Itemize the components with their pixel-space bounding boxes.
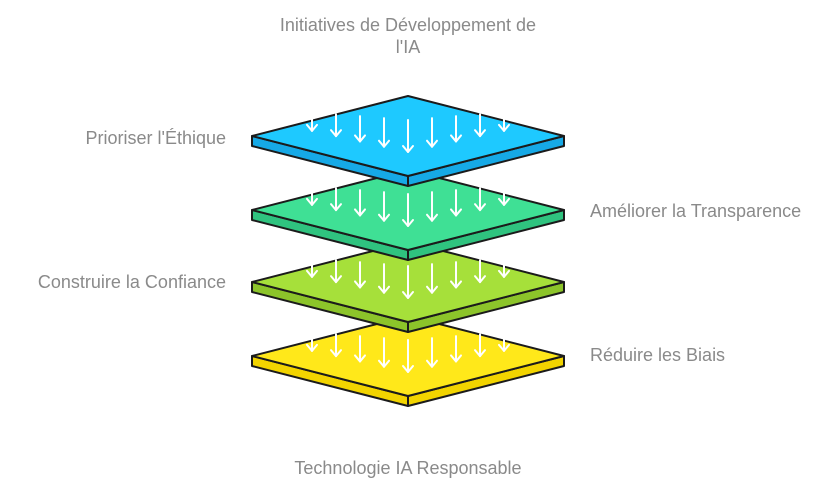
layer-confiance-arrow-head-2: [330, 275, 342, 284]
layer-label-ethique: Prioriser l'Éthique: [85, 128, 227, 148]
layer-ethique-arrow-head-4: [378, 139, 390, 148]
layer-transparence-arrow-head-3: [354, 208, 366, 217]
layer-confiance-arrow-head-5: [402, 291, 414, 299]
layer-ethique-arrow-head-2: [330, 129, 342, 138]
layer-transparence-arrow-head-4: [378, 213, 390, 222]
layer-transparence-arrow-head-5: [402, 219, 414, 227]
title-line-1: Initiatives de Développement de: [279, 15, 537, 35]
layer-label-transparence: Améliorer la Transparence: [590, 201, 802, 221]
layer-transparence-arrow-head-8: [474, 203, 486, 212]
layer-biais-arrow-head-4: [378, 359, 390, 368]
diagram-title: Initiatives de Développement de l'IA: [258, 14, 558, 58]
layer-confiance-arrow-head-9: [498, 269, 510, 278]
footer-label: Technologie IA Responsable: [294, 458, 522, 478]
layer-ethique-arrow-head-3: [354, 134, 366, 143]
layer-label-confiance: Construire la Confiance: [37, 272, 226, 292]
layer-ethique-arrow-head-5: [402, 145, 414, 153]
layer-label-biais: Réduire les Biais: [590, 345, 726, 365]
layer-biais-arrow-head-2: [330, 349, 342, 358]
layer-ethique-arrow-head-1: [306, 123, 318, 132]
layer-confiance-arrow-head-1: [306, 269, 318, 278]
layer-biais-arrow-head-3: [354, 354, 366, 363]
layer-biais-arrow-head-8: [474, 349, 486, 358]
layer-ethique-arrow-head-6: [426, 139, 438, 148]
layer-biais-arrow-head-5: [402, 365, 414, 373]
layer-ethique-arrow-head-8: [474, 129, 486, 138]
layer-biais-arrow-head-9: [498, 343, 510, 352]
layer-transparence-arrow-head-2: [330, 203, 342, 212]
layer-transparence-arrow-head-7: [450, 208, 462, 217]
title-line-2: l'IA: [395, 37, 421, 57]
layer-confiance-arrow-head-4: [378, 285, 390, 294]
layer-confiance-arrow-head-6: [426, 285, 438, 294]
layer-confiance-arrow-head-7: [450, 280, 462, 289]
layer-confiance-arrow-head-8: [474, 275, 486, 284]
layer-confiance-arrow-head-3: [354, 280, 366, 289]
layer-transparence-arrow-head-9: [498, 197, 510, 206]
layer-ethique-arrow-head-9: [498, 123, 510, 132]
layer-biais-arrow-head-1: [306, 343, 318, 352]
layer-ethique-arrow-head-7: [450, 134, 462, 143]
layer-biais-arrow-head-7: [450, 354, 462, 363]
layer-transparence-arrow-head-1: [306, 197, 318, 206]
layer-transparence-arrow-head-6: [426, 213, 438, 222]
layer-biais-arrow-head-6: [426, 359, 438, 368]
